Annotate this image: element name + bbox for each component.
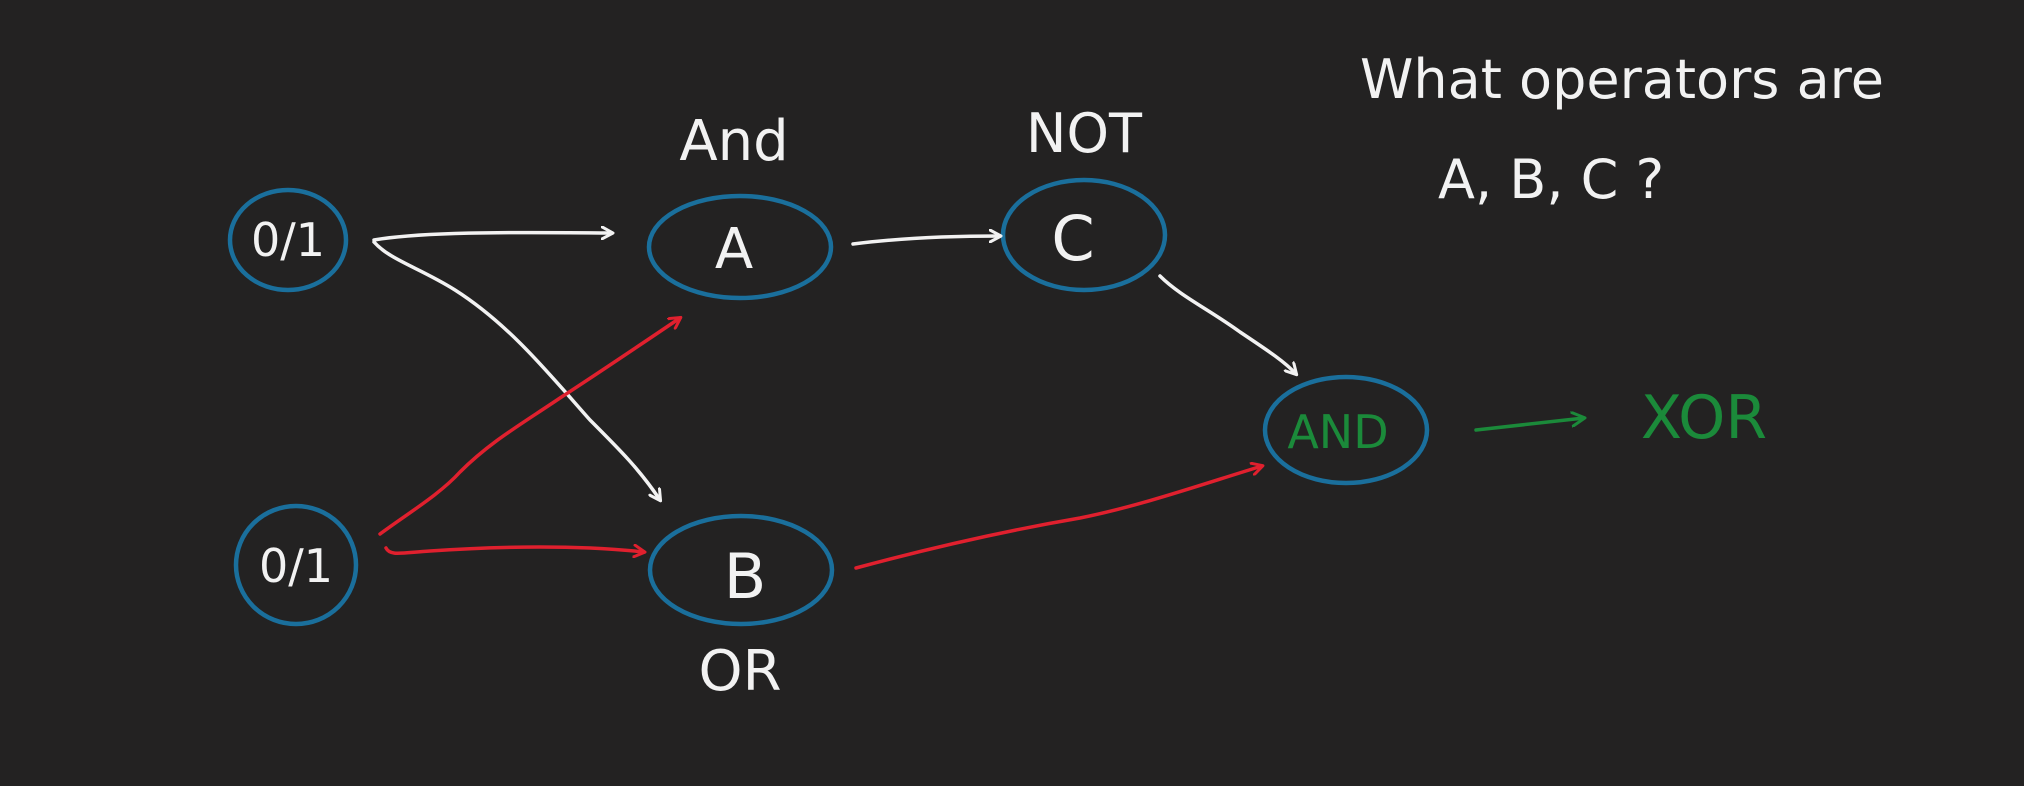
input-node-1 [227, 187, 349, 293]
node-final-label: AND [1287, 405, 1388, 459]
wire-input1-to-a [372, 233, 612, 242]
node-b [647, 513, 835, 627]
node-a-annotation: And [679, 109, 788, 174]
result-label: XOR [1641, 383, 1767, 453]
node-b-label: B [724, 540, 767, 613]
question-line-1: What operators are [1360, 48, 1884, 111]
wire-c-to-final [1158, 274, 1296, 374]
node-final [1262, 374, 1430, 486]
input-1-label: 0/1 [251, 213, 325, 267]
node-b-annotation: OR [699, 639, 782, 704]
result-arrow [1474, 418, 1584, 432]
question-line-2: A, B, C ? [1438, 148, 1664, 211]
wire-b-to-final [854, 466, 1262, 570]
input-node-2 [233, 503, 359, 627]
wire-a-to-c [851, 236, 1000, 246]
wire-input2-to-b [384, 547, 644, 553]
node-a-label: A [715, 217, 753, 282]
wire-input1-to-b [372, 240, 660, 500]
node-c-label: C [1051, 202, 1094, 275]
node-a [646, 193, 834, 301]
wire-input2-to-a [378, 318, 680, 536]
input-2-label: 0/1 [259, 539, 333, 593]
node-c [1000, 177, 1168, 293]
node-c-annotation: NOT [1026, 102, 1143, 165]
